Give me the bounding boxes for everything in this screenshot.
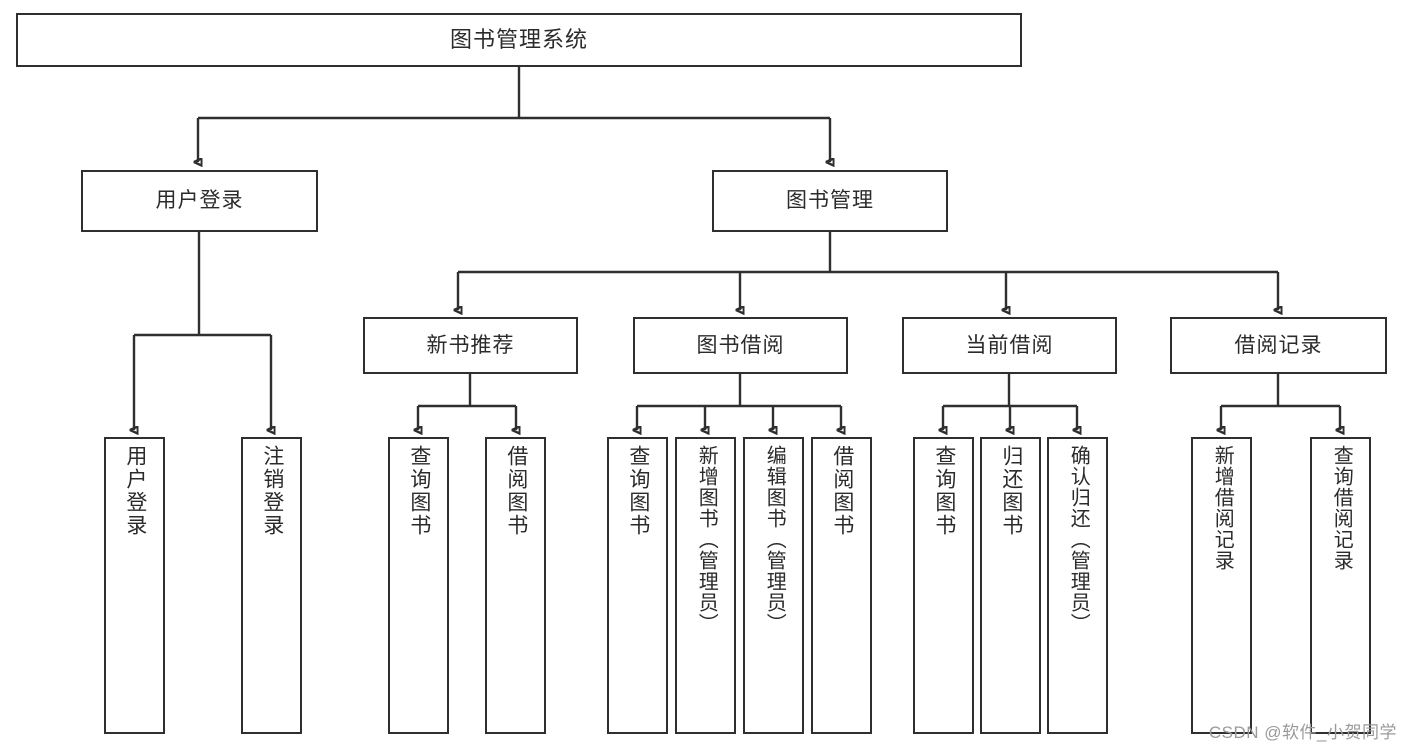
leaf-label: 借阅图书 [830,445,854,537]
leaf-label: 确认归还（管理员） [1067,445,1090,634]
leaf-book-borrow-edit[interactable]: 编辑图书（管理员） [743,437,804,734]
leaf-label: 注销登录 [260,445,284,537]
leaf-user-login-login[interactable]: 用户登录 [104,437,165,734]
node-label: 用户登录 [155,189,244,213]
node-borrow-records[interactable]: 借阅记录 [1170,317,1387,374]
leaf-book-borrow-add[interactable]: 新增图书（管理员） [675,437,736,734]
node-new-book-recommend[interactable]: 新书推荐 [363,317,578,374]
leaf-label: 查询图书 [626,445,650,537]
leaf-book-borrow-query[interactable]: 查询图书 [607,437,668,734]
leaf-label: 归还图书 [999,445,1023,537]
node-current-borrow[interactable]: 当前借阅 [902,317,1117,374]
node-book-borrow[interactable]: 图书借阅 [633,317,848,374]
node-label: 当前借阅 [965,333,1054,357]
node-label: 图书管理系统 [449,26,588,52]
node-root-book-management-system[interactable]: 图书管理系统 [16,13,1022,67]
leaf-records-query[interactable]: 查询借阅记录 [1310,437,1371,734]
leaf-label: 查询图书 [407,445,431,537]
node-label: 图书借阅 [696,333,785,357]
node-user-login[interactable]: 用户登录 [81,170,318,232]
node-book-management[interactable]: 图书管理 [712,170,948,232]
leaf-label: 编辑图书（管理员） [763,445,786,634]
csdn-watermark: CSDN @软件_小贺同学 [1208,723,1397,742]
leaf-book-borrow-borrow[interactable]: 借阅图书 [811,437,872,734]
leaf-new-book-borrow[interactable]: 借阅图书 [485,437,546,734]
leaf-label: 新增借阅记录 [1211,445,1234,571]
leaf-user-login-logout[interactable]: 注销登录 [241,437,302,734]
leaf-label: 查询借阅记录 [1330,445,1353,571]
leaf-label: 新增图书（管理员） [695,445,718,634]
leaf-new-book-query[interactable]: 查询图书 [388,437,449,734]
leaf-records-add[interactable]: 新增借阅记录 [1191,437,1252,734]
node-label: 图书管理 [786,189,874,213]
node-label: 借阅记录 [1234,333,1323,357]
leaf-current-borrow-query[interactable]: 查询图书 [913,437,974,734]
node-label: 新书推荐 [426,333,515,357]
leaf-label: 用户登录 [123,445,147,537]
leaf-label: 借阅图书 [504,445,528,537]
leaf-current-borrow-return[interactable]: 归还图书 [980,437,1041,734]
leaf-current-borrow-confirm-return[interactable]: 确认归还（管理员） [1047,437,1108,734]
leaf-label: 查询图书 [932,445,956,537]
